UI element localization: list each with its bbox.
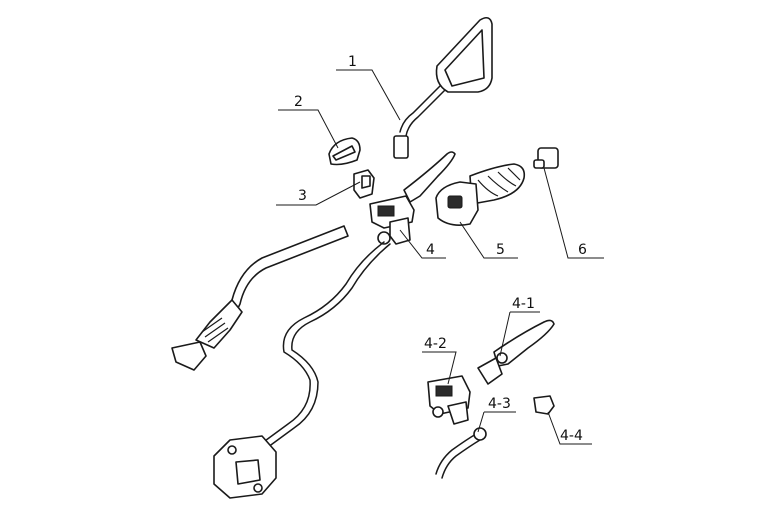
callout-4: 4 [426,242,435,258]
cylinder-body-part-4-2 [427,375,471,425]
brake-hose [257,241,391,451]
callout-4-2: 4-2 [424,336,447,352]
switch-grip-part [435,163,526,226]
clamp-bracket-part [353,169,375,199]
leader-lines [276,69,604,445]
cap-part-4-4 [533,395,555,415]
brake-caliper [213,435,277,499]
callout-4-3: 4-3 [488,396,511,412]
callout-6: 6 [578,242,587,258]
lever-part-4-1 [477,319,555,385]
callout-2: 2 [294,94,303,110]
callout-5: 5 [496,242,505,258]
callout-4-4: 4-4 [560,428,583,444]
cover-part [328,137,361,166]
callout-3: 3 [298,188,307,204]
callout-1: 1 [348,54,357,70]
banjo-fitting-part-4-3 [435,427,487,479]
bar-end-part [533,147,559,169]
handlebar [171,225,349,371]
mirror-part [393,16,493,159]
callout-labels: 1 2 3 4 5 6 4-1 4-2 4-3 4-4 [294,54,587,444]
master-cylinder-part [369,151,456,245]
callout-4-1: 4-1 [512,296,535,312]
